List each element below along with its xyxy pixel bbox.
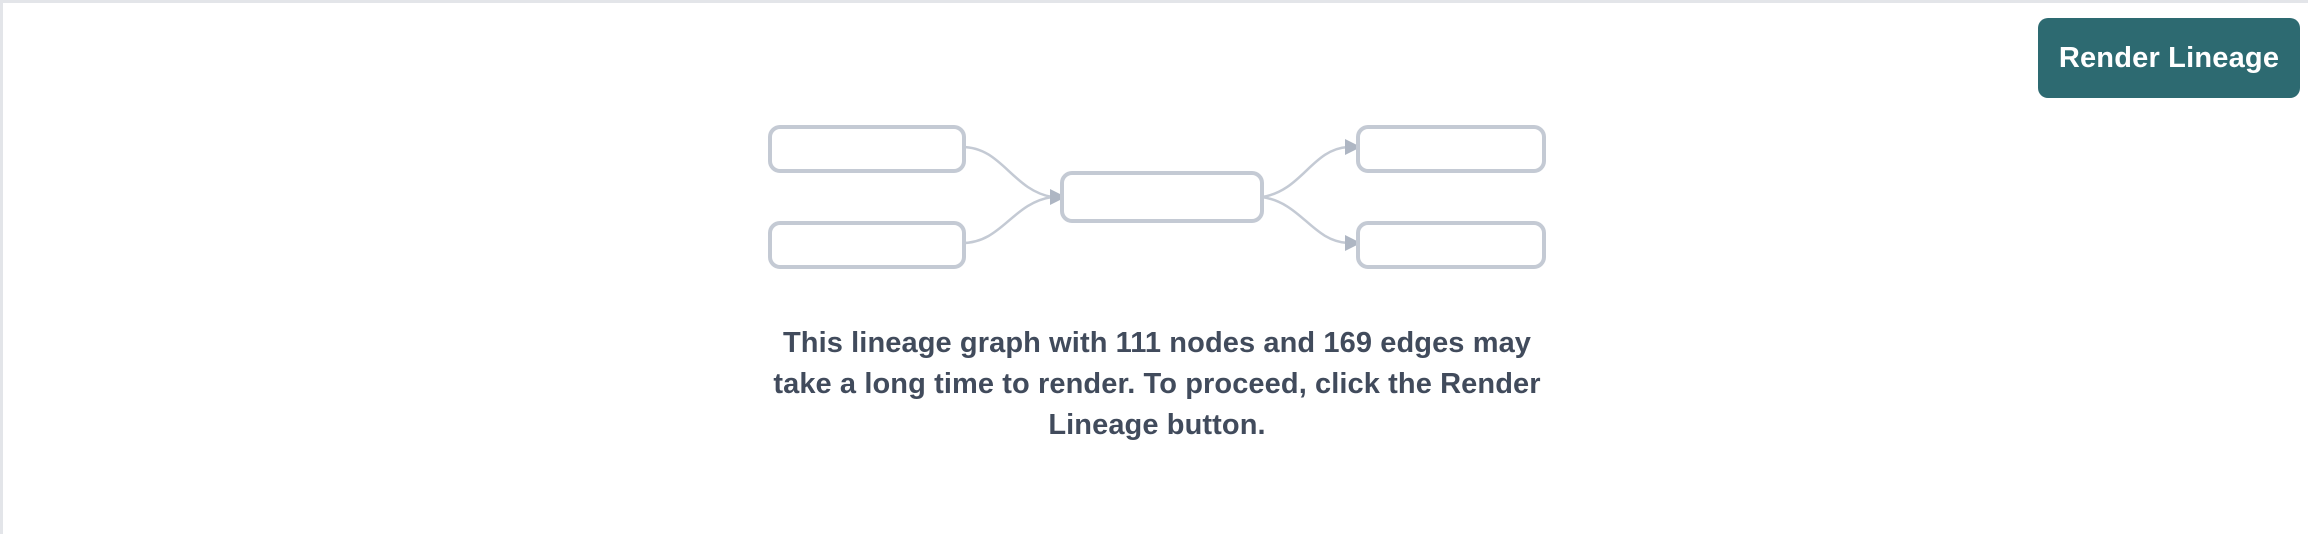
arrowhead-into-downstream-1 bbox=[1345, 139, 1361, 155]
graph-node-downstream-1 bbox=[1356, 125, 1546, 173]
lineage-empty-message: This lineage graph with 111 nodes and 16… bbox=[773, 327, 1541, 442]
graph-node-downstream-2 bbox=[1356, 221, 1546, 269]
edge-upstream-1-to-focus bbox=[961, 145, 1053, 199]
graph-node-focus bbox=[1060, 171, 1264, 223]
edge-focus-to-downstream-2 bbox=[1261, 195, 1349, 245]
graph-node-upstream-2 bbox=[768, 221, 966, 269]
arrowhead-into-focus bbox=[1050, 189, 1066, 205]
edge-upstream-2-to-focus bbox=[961, 195, 1053, 245]
graph-node-upstream-1 bbox=[768, 125, 966, 173]
lineage-graph-illustration bbox=[768, 125, 1546, 269]
edge-focus-to-downstream-1 bbox=[1261, 145, 1349, 199]
render-lineage-button[interactable]: Render Lineage bbox=[2038, 18, 2300, 98]
arrowhead-into-downstream-2 bbox=[1345, 235, 1361, 251]
lineage-empty-state: This lineage graph with 111 nodes and 16… bbox=[3, 3, 2308, 534]
